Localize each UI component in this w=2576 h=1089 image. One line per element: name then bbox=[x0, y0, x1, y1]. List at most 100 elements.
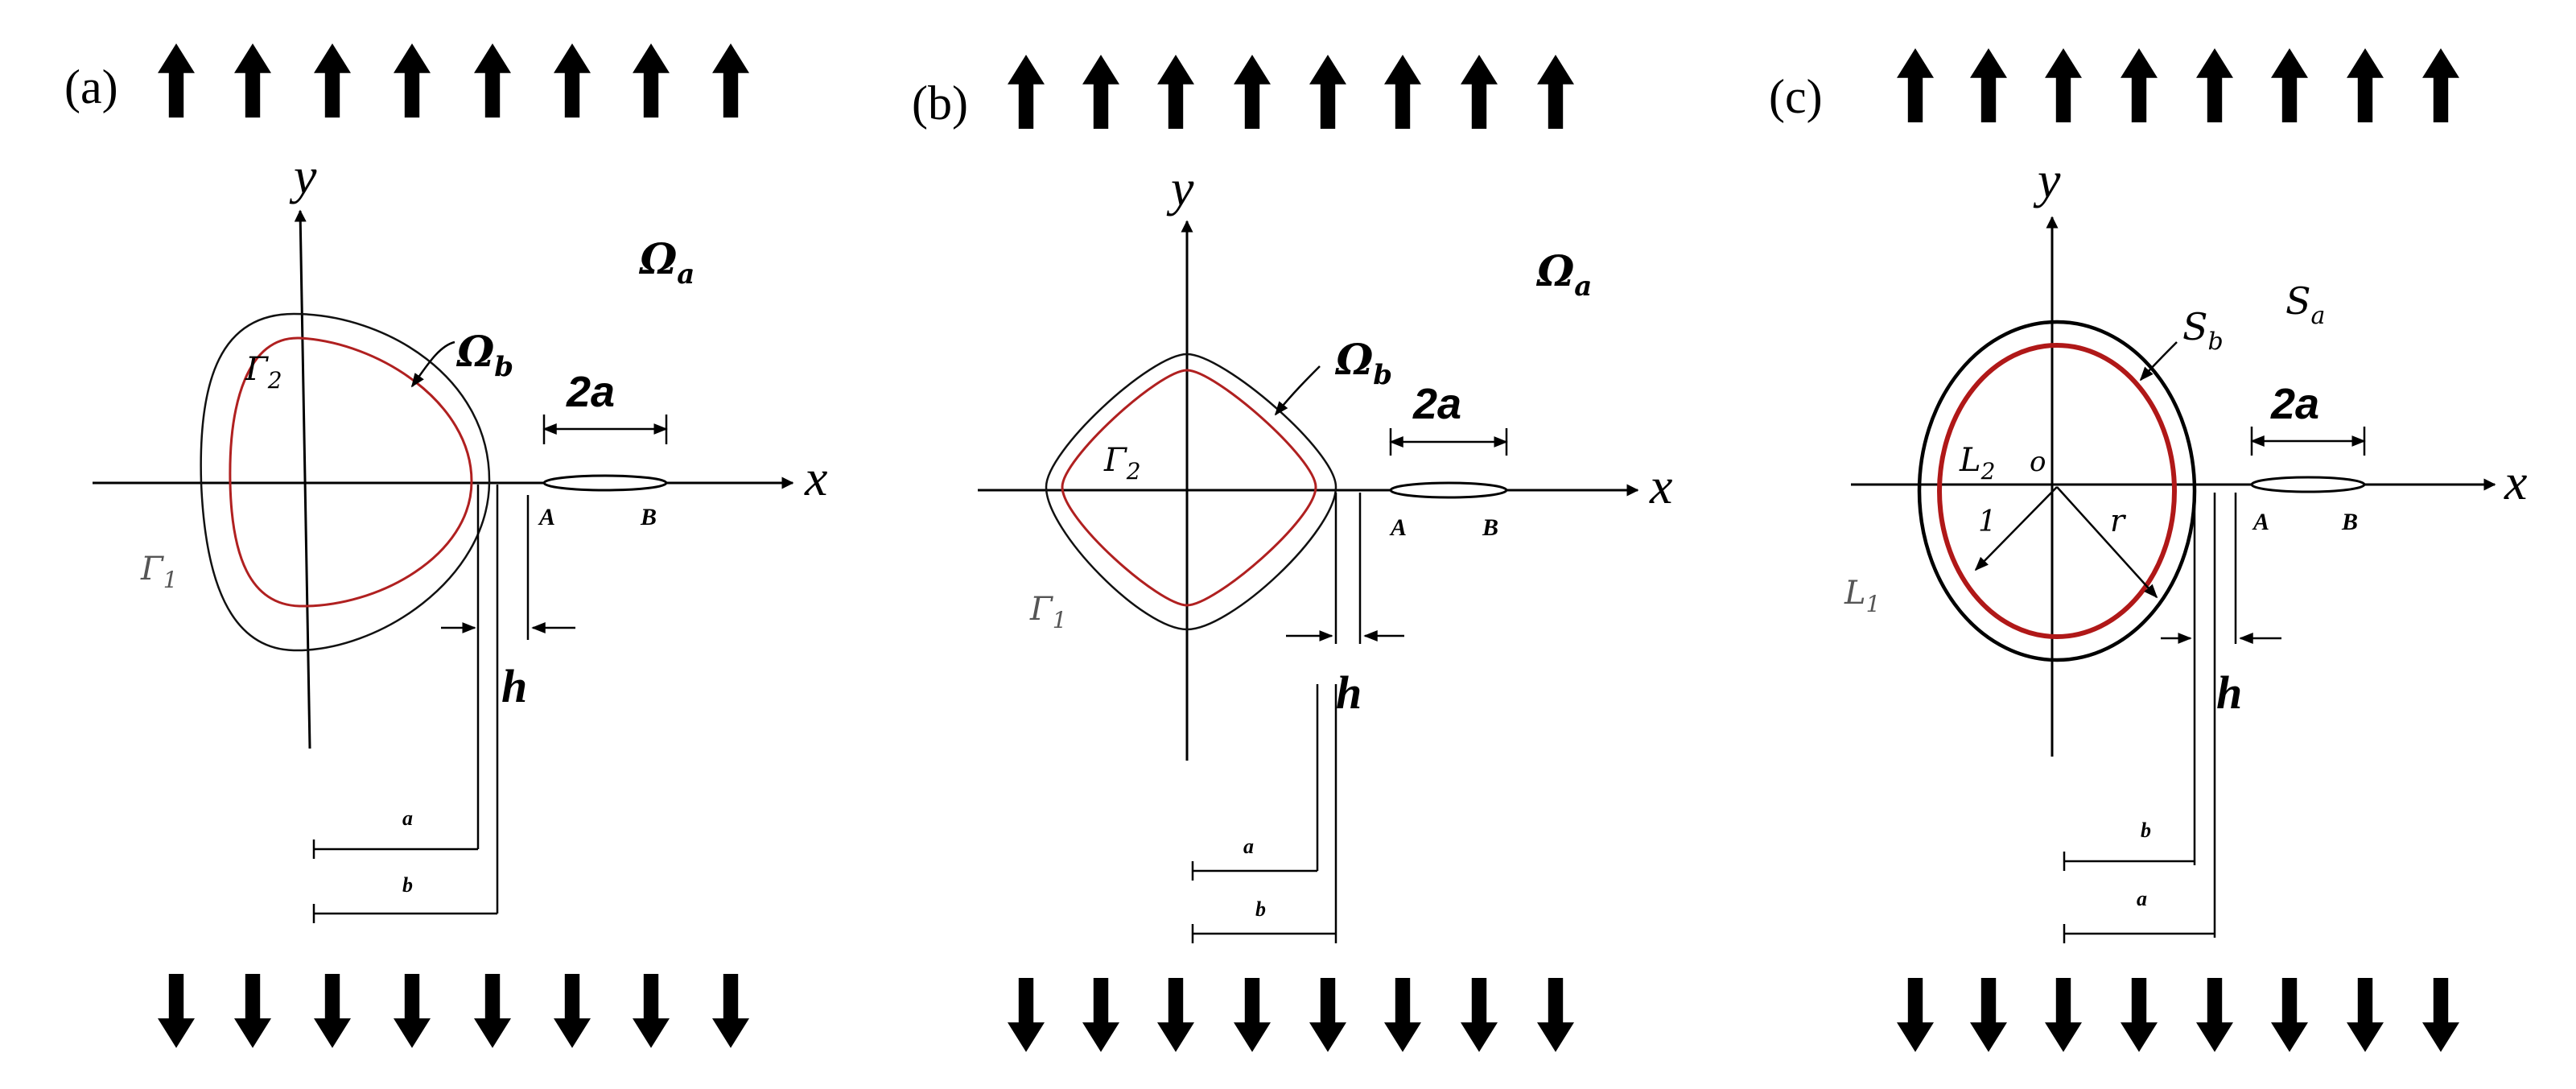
bottom-load-arrows bbox=[1897, 978, 2459, 1052]
panel-label: (a) bbox=[64, 60, 118, 113]
outer-boundary-gamma1 bbox=[200, 312, 491, 652]
tension-arrow-down-icon bbox=[633, 974, 670, 1048]
outer-radius-label: r bbox=[2110, 503, 2127, 538]
tension-arrow-down-icon bbox=[1309, 978, 1346, 1052]
tension-arrow-up-icon bbox=[2347, 48, 2384, 122]
inner-boundary-label: Γ2 bbox=[245, 351, 282, 394]
tension-arrow-down-icon bbox=[2121, 978, 2158, 1052]
crack bbox=[2250, 476, 2366, 493]
tension-arrow-down-icon bbox=[158, 974, 195, 1048]
tension-arrow-down-icon bbox=[394, 974, 431, 1048]
tension-arrow-up-icon bbox=[2196, 48, 2233, 122]
tension-arrow-down-icon bbox=[1461, 978, 1498, 1052]
tension-arrow-up-icon bbox=[158, 43, 195, 118]
tension-arrow-up-icon bbox=[474, 43, 511, 118]
s-b-pointer bbox=[2139, 341, 2178, 382]
outer-region-omega-a: Ωa bbox=[638, 235, 694, 291]
crack-length-label: 2a bbox=[566, 368, 615, 416]
crack-tip-b-label: B bbox=[1482, 514, 1498, 541]
panel-c: (c) y x Sa Sb L2 bbox=[1769, 48, 2527, 1052]
tension-arrow-down-icon bbox=[1537, 978, 1574, 1052]
gap-label: h bbox=[1336, 666, 1362, 719]
inner-boundary-l2 bbox=[1937, 343, 2177, 639]
dim-b-label: b bbox=[402, 873, 413, 897]
crack bbox=[1389, 481, 1508, 499]
dim-a-label: a bbox=[2137, 887, 2147, 910]
crack-tip-a-label: A bbox=[538, 504, 555, 530]
inner-boundary-label: L2 bbox=[1959, 442, 1995, 485]
dim-b-label: b bbox=[2141, 819, 2151, 842]
tension-arrow-down-icon bbox=[474, 974, 511, 1048]
tension-arrow-up-icon bbox=[1384, 55, 1421, 129]
tension-arrow-down-icon bbox=[1234, 978, 1271, 1052]
tension-arrow-down-icon bbox=[2347, 978, 2384, 1052]
tension-arrow-down-icon bbox=[314, 974, 351, 1048]
outer-boundary-gamma1 bbox=[1045, 353, 1337, 631]
tension-arrow-up-icon bbox=[314, 43, 351, 118]
radius-1-arrow bbox=[1974, 486, 2058, 571]
x-axis-label: x bbox=[2504, 453, 2527, 510]
inner-boundary-gamma2 bbox=[1061, 369, 1317, 607]
tension-arrow-up-icon bbox=[1537, 55, 1574, 129]
inner-region-omega-b: Ωb bbox=[1334, 336, 1392, 391]
tension-arrow-down-icon bbox=[2196, 978, 2233, 1052]
crack-length-label: 2a bbox=[2270, 380, 2319, 428]
gap-label: h bbox=[2216, 666, 2242, 719]
outer-boundary-label: Γ1 bbox=[140, 551, 178, 593]
tension-arrow-up-icon bbox=[394, 43, 431, 118]
tension-arrow-down-icon bbox=[1384, 978, 1421, 1052]
dim-a-label: a bbox=[402, 806, 413, 830]
tension-arrow-up-icon bbox=[1157, 55, 1194, 129]
y-axis-label: y bbox=[2033, 151, 2061, 208]
tension-arrow-down-icon bbox=[554, 974, 591, 1048]
outer-region-omega-a: Ωa bbox=[1535, 247, 1592, 303]
tension-arrow-up-icon bbox=[2045, 48, 2082, 122]
panel-label: (c) bbox=[1769, 70, 1823, 123]
y-axis-label: y bbox=[289, 147, 317, 204]
outer-region-s-a: Sa bbox=[2285, 279, 2325, 330]
panel-b: (b) y x Ωa Ωb Γ2 bbox=[912, 55, 1672, 1052]
panel-label: (b) bbox=[912, 76, 968, 130]
tension-arrow-down-icon bbox=[1970, 978, 2007, 1052]
top-load-arrows bbox=[1008, 55, 1574, 129]
tension-arrow-up-icon bbox=[633, 43, 670, 118]
omega-b-pointer bbox=[1274, 365, 1321, 416]
tension-arrow-up-icon bbox=[1008, 55, 1045, 129]
tension-arrow-up-icon bbox=[712, 43, 749, 118]
y-axis bbox=[294, 209, 311, 749]
tension-arrow-down-icon bbox=[1082, 978, 1119, 1052]
crack-tip-b-label: B bbox=[2341, 509, 2358, 535]
tension-arrow-down-icon bbox=[1008, 978, 1045, 1052]
tension-arrow-up-icon bbox=[1234, 55, 1271, 129]
tension-arrow-down-icon bbox=[712, 974, 749, 1048]
inner-radius-label: 1 bbox=[1978, 505, 1997, 538]
tension-arrow-up-icon bbox=[2422, 48, 2459, 122]
tension-arrow-down-icon bbox=[2045, 978, 2082, 1052]
bottom-load-arrows bbox=[158, 974, 749, 1048]
gap-label: h bbox=[501, 660, 527, 712]
tension-arrow-up-icon bbox=[1309, 55, 1346, 129]
tension-arrow-up-icon bbox=[1970, 48, 2007, 122]
tension-arrow-down-icon bbox=[1897, 978, 1934, 1052]
tension-arrow-up-icon bbox=[1082, 55, 1119, 129]
tension-arrow-up-icon bbox=[1897, 48, 1934, 122]
origin-label: o bbox=[2030, 446, 2046, 478]
tension-arrow-down-icon bbox=[234, 974, 271, 1048]
omega-b-pointer bbox=[410, 340, 455, 388]
tension-arrow-down-icon bbox=[2271, 978, 2308, 1052]
tension-arrow-down-icon bbox=[2422, 978, 2459, 1052]
tension-arrow-down-icon bbox=[1157, 978, 1194, 1052]
tension-arrow-up-icon bbox=[554, 43, 591, 118]
dim-a-label: a bbox=[1243, 835, 1254, 858]
radius-r-arrow bbox=[2056, 486, 2158, 599]
crack-tip-a-label: A bbox=[2252, 509, 2269, 535]
panel-a: (a) y x Ωa Ωb Γ2 bbox=[64, 43, 827, 1048]
outer-boundary-label: Γ1 bbox=[1029, 591, 1067, 633]
inner-region-s-b: Sb bbox=[2182, 305, 2224, 356]
x-axis-label: x bbox=[1649, 457, 1672, 514]
inner-region-omega-b: Ωb bbox=[455, 328, 513, 383]
crack bbox=[542, 474, 668, 492]
crack-tip-b-label: B bbox=[640, 504, 657, 530]
dim-b-label: b bbox=[1255, 897, 1266, 921]
